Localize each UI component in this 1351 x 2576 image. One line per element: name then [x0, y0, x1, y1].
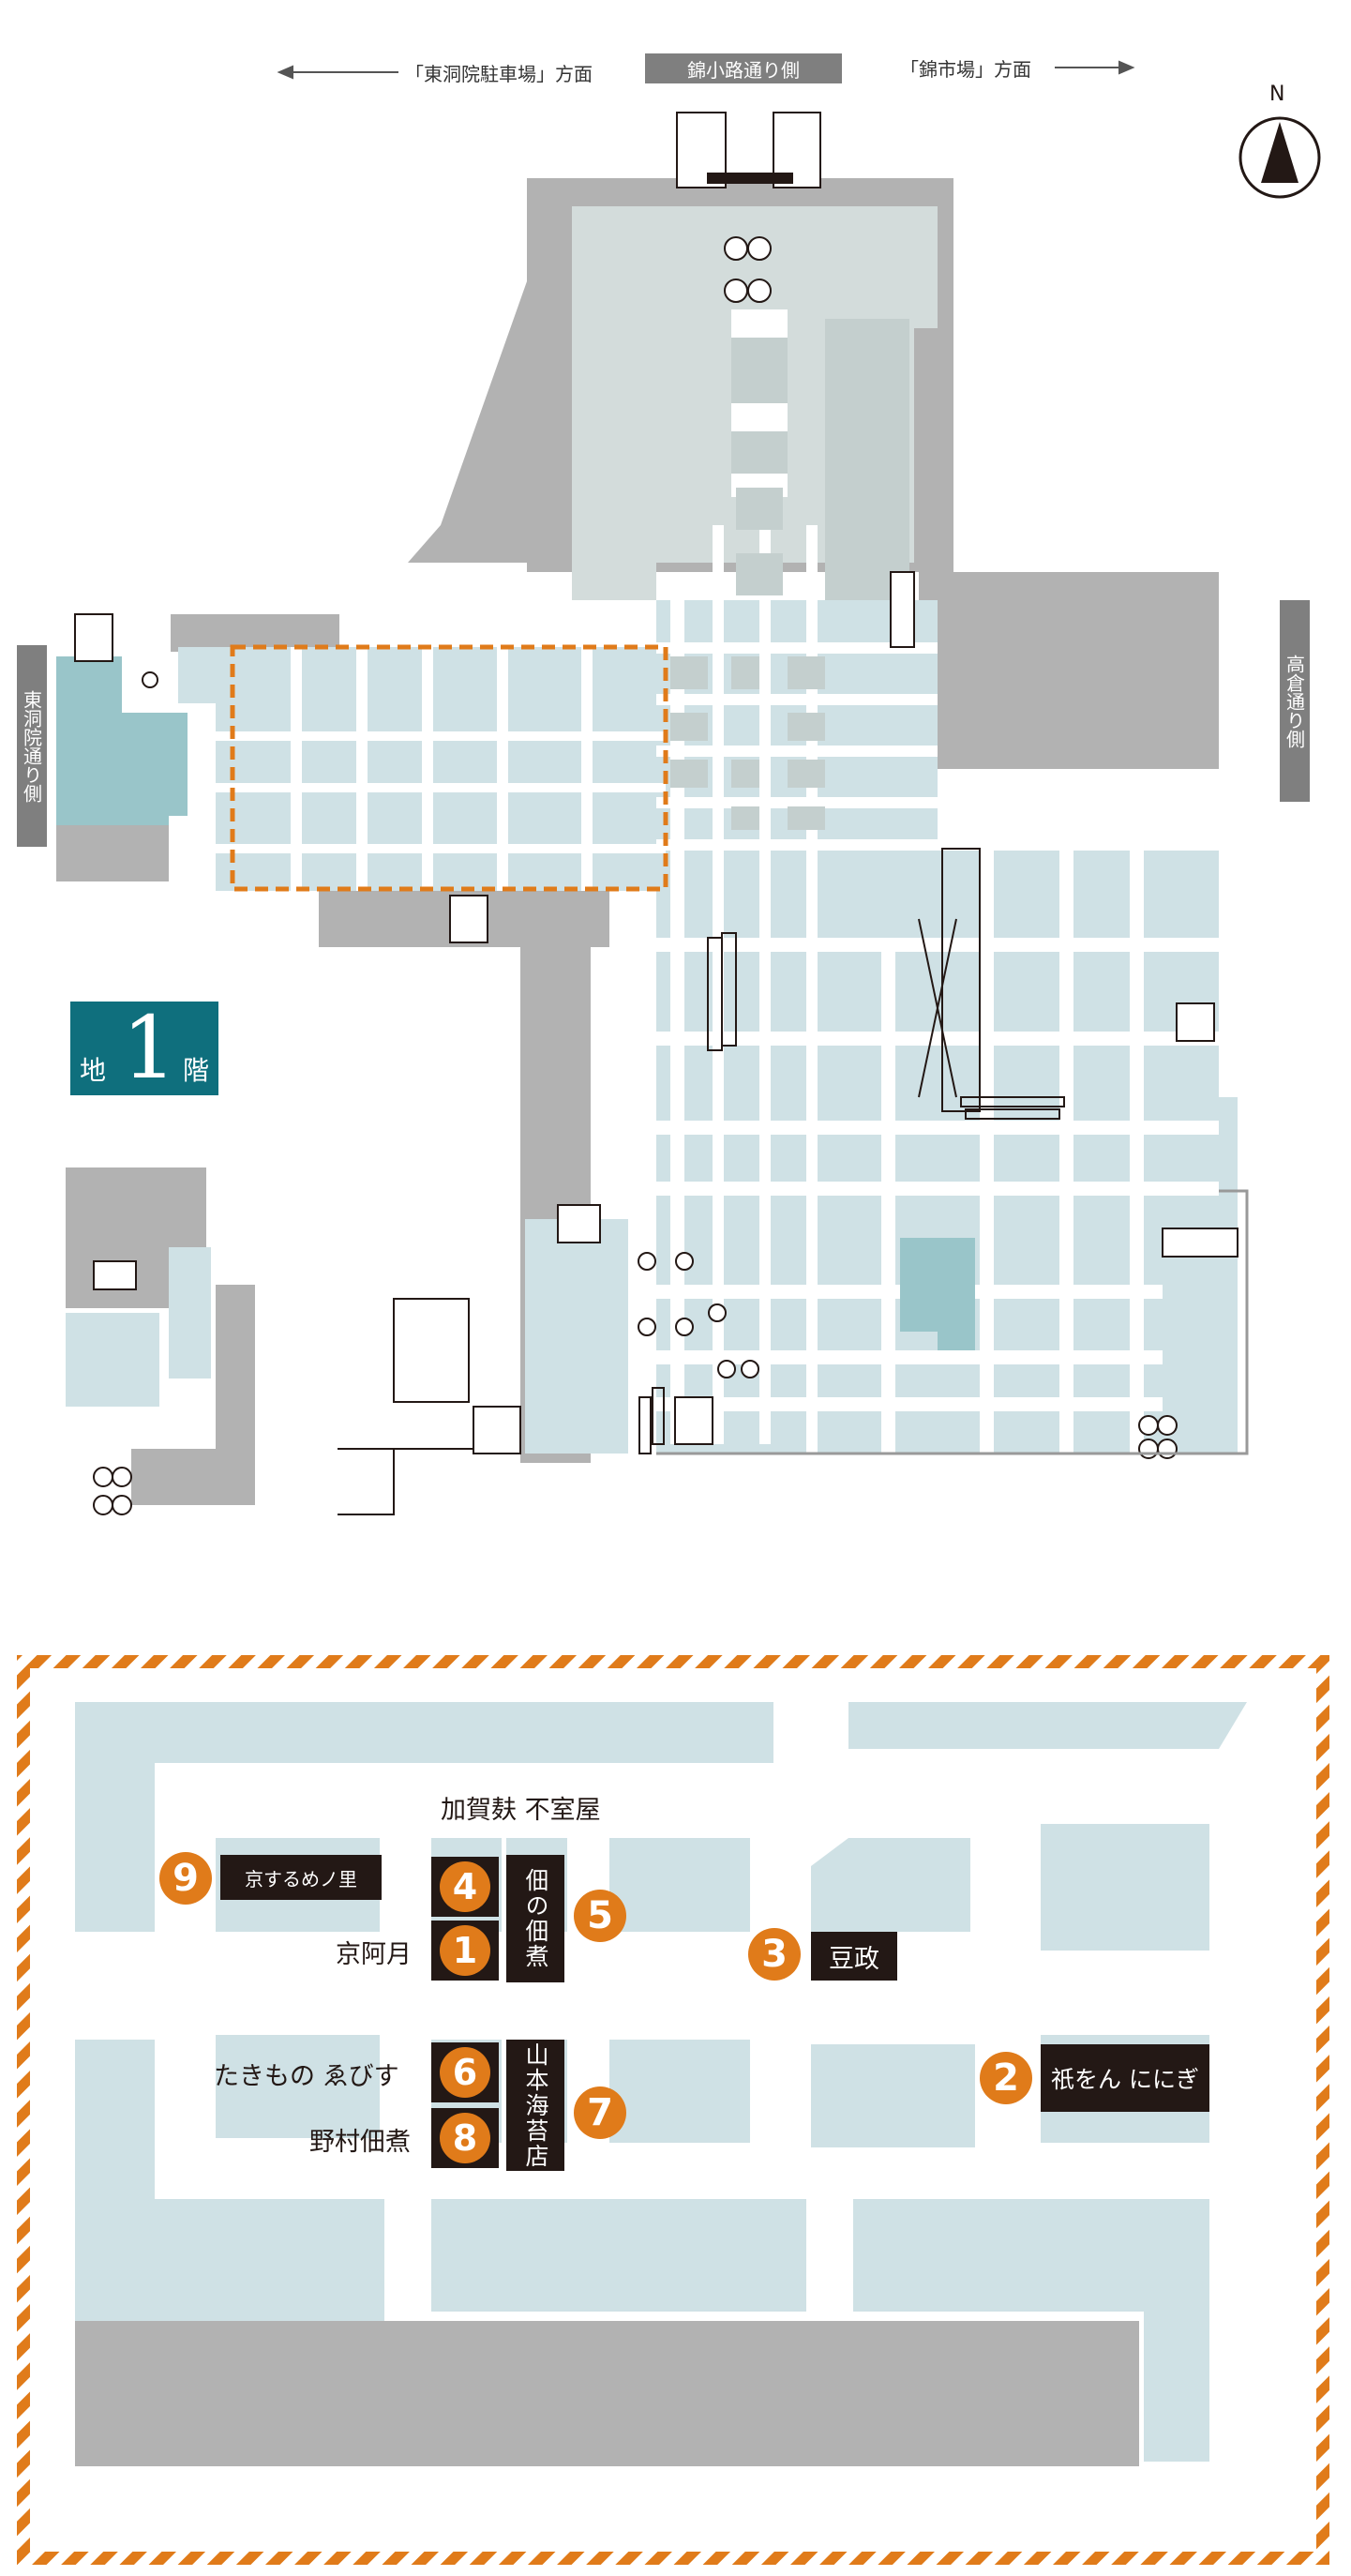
- store-9-label[interactable]: 京するめノ里: [220, 1855, 382, 1900]
- floor-badge: 地 1 階: [70, 998, 218, 1098]
- store-6-label[interactable]: たきもの ゑびす: [214, 2062, 399, 2091]
- store-5-label[interactable]: 佃の佃煮: [506, 1855, 564, 1982]
- floor-map-overview: [56, 60, 1321, 1515]
- stairs-icon: [74, 112, 1238, 1454]
- store-3-badge[interactable]: 3: [748, 1928, 801, 1981]
- floor-badge-suffix: 階: [182, 1055, 209, 1086]
- store-2-badge[interactable]: 2: [980, 2052, 1032, 2104]
- street-tag-east: 高倉通り側: [1280, 600, 1310, 802]
- parking-direction-label: 「東洞院駐車場」方面: [405, 63, 593, 85]
- aisles: [216, 309, 1219, 1454]
- street-tag-west: 東洞院通り側: [17, 645, 47, 847]
- store-4-badge[interactable]: 4: [431, 1857, 499, 1917]
- kiosk-blocks: [670, 319, 909, 830]
- store-6-badge[interactable]: 6: [431, 2042, 499, 2102]
- store-8-badge[interactable]: 8: [431, 2108, 499, 2168]
- north-label: N: [1269, 83, 1285, 106]
- teal-stores: [56, 656, 975, 1350]
- store-1-badge[interactable]: 1: [431, 1921, 499, 1981]
- store-5-badge[interactable]: 5: [574, 1890, 626, 1942]
- store-7-badge[interactable]: 7: [574, 2086, 626, 2139]
- north-compass-icon: [1238, 116, 1321, 199]
- store-1-label[interactable]: 京阿月: [336, 1940, 412, 1969]
- outline-lines: [338, 848, 1065, 1515]
- store-3-label[interactable]: 豆政: [811, 1932, 897, 1981]
- store-2-label[interactable]: 祇をん ににぎ: [1041, 2044, 1209, 2112]
- street-tag-north: 錦小路通り側: [645, 53, 842, 83]
- floor-badge-prefix: 地: [80, 1055, 107, 1086]
- direction-arrows: [277, 60, 1135, 80]
- market-direction-label: 「錦市場」方面: [900, 58, 1031, 81]
- escalator-icon: [93, 236, 1178, 1515]
- store-7-label[interactable]: 山本海苔店: [506, 2040, 564, 2171]
- detail-back-area: [75, 2321, 1139, 2466]
- store-8-label[interactable]: 野村佃煮: [309, 2128, 411, 2157]
- highlight-area: [230, 644, 668, 892]
- store-label-kagafu: 加賀麸 不室屋: [441, 1796, 601, 1825]
- store-9-badge[interactable]: 9: [159, 1852, 212, 1905]
- floor-badge-number: 1: [122, 998, 177, 1098]
- floor-outline: [656, 1189, 1249, 1455]
